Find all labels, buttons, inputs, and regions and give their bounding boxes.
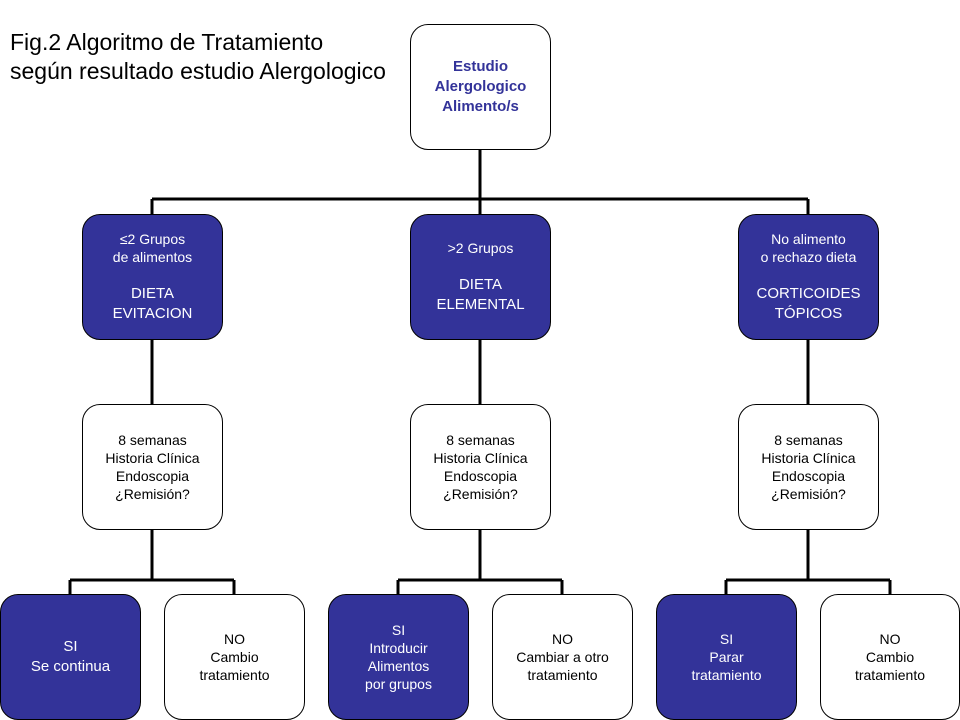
branch2-head-box: >2 Grupos DIETA ELEMENTAL bbox=[410, 214, 551, 340]
branch2-yes-box: SI Introducir Alimentos por grupos bbox=[328, 594, 469, 720]
no-line: Cambio bbox=[865, 649, 915, 665]
treatment-line: TÓPICOS bbox=[774, 305, 843, 322]
evaluation-line: ¿Remisión? bbox=[771, 486, 846, 502]
evaluation-line: ¿Remisión? bbox=[115, 486, 190, 502]
yes-line: Se continua bbox=[30, 658, 111, 675]
treatment-line: EVITACION bbox=[112, 305, 193, 322]
no-line: NO bbox=[879, 631, 901, 647]
criteria-line: No alimento bbox=[771, 231, 846, 247]
branch2-evaluation-box: 8 semanas Historia Clínica Endoscopia ¿R… bbox=[410, 404, 551, 530]
criteria-line: de alimentos bbox=[112, 249, 193, 265]
yes-line: por grupos bbox=[365, 676, 432, 692]
branch1-head-box: ≤2 Grupos de alimentos DIETA EVITACION bbox=[82, 214, 223, 340]
yes-line: tratamiento bbox=[691, 667, 762, 683]
criteria-line: o rechazo dieta bbox=[760, 249, 857, 265]
yes-line: SI bbox=[391, 622, 406, 638]
no-line: Cambiar a otro bbox=[516, 649, 609, 665]
root-line: Alimento/s bbox=[442, 98, 519, 115]
yes-line: Parar bbox=[709, 649, 744, 665]
no-line: Cambio bbox=[210, 649, 259, 665]
yes-line: Alimentos bbox=[367, 658, 430, 674]
criteria-line: >2 Grupos bbox=[447, 240, 514, 256]
evaluation-line: 8 semanas bbox=[774, 432, 843, 448]
yes-line: SI bbox=[719, 631, 734, 647]
root-line: Estudio bbox=[453, 58, 508, 75]
evaluation-line: Endoscopia bbox=[115, 468, 190, 484]
branch3-no-box: NO Cambio tratamiento bbox=[820, 594, 960, 720]
treatment-line: ELEMENTAL bbox=[436, 296, 525, 313]
root-box: Estudio Alergologico Alimento/s bbox=[410, 24, 551, 150]
branch3-head-box: No alimento o rechazo dieta CORTICOIDES … bbox=[738, 214, 879, 340]
treatment-line: DIETA bbox=[130, 285, 175, 302]
evaluation-line: Historia Clínica bbox=[433, 450, 528, 466]
branch1-no-box: NO Cambio tratamiento bbox=[164, 594, 305, 720]
evaluation-line: Historia Clínica bbox=[105, 450, 200, 466]
evaluation-line: 8 semanas bbox=[446, 432, 515, 448]
no-line: NO bbox=[224, 631, 245, 647]
evaluation-line: Endoscopia bbox=[443, 468, 518, 484]
figure-title-line1: Fig.2 Algoritmo de Tratamiento bbox=[10, 29, 324, 55]
no-line: tratamiento bbox=[199, 667, 270, 683]
root-line: Alergologico bbox=[434, 78, 527, 95]
yes-line: SI bbox=[63, 638, 78, 655]
evaluation-line: Endoscopia bbox=[771, 468, 846, 484]
evaluation-line: 8 semanas bbox=[118, 432, 187, 448]
figure-title: Fig.2 Algoritmo de Tratamiento según res… bbox=[10, 28, 386, 86]
yes-line: Introducir bbox=[369, 640, 428, 656]
branch3-yes-box: SI Parar tratamiento bbox=[656, 594, 797, 720]
no-line: tratamiento bbox=[527, 667, 598, 683]
branch1-evaluation-box: 8 semanas Historia Clínica Endoscopia ¿R… bbox=[82, 404, 223, 530]
evaluation-line: ¿Remisión? bbox=[443, 486, 518, 502]
no-line: tratamiento bbox=[854, 667, 926, 683]
branch2-no-box: NO Cambiar a otro tratamiento bbox=[492, 594, 633, 720]
figure-title-line2: según resultado estudio Alergologico bbox=[10, 58, 386, 84]
branch1-yes-box: SI Se continua bbox=[0, 594, 141, 720]
treatment-line: CORTICOIDES bbox=[756, 285, 861, 302]
treatment-line: DIETA bbox=[458, 276, 503, 293]
evaluation-line: Historia Clínica bbox=[761, 450, 856, 466]
no-line: NO bbox=[552, 631, 573, 647]
criteria-line: ≤2 Grupos bbox=[119, 231, 186, 247]
branch3-evaluation-box: 8 semanas Historia Clínica Endoscopia ¿R… bbox=[738, 404, 879, 530]
